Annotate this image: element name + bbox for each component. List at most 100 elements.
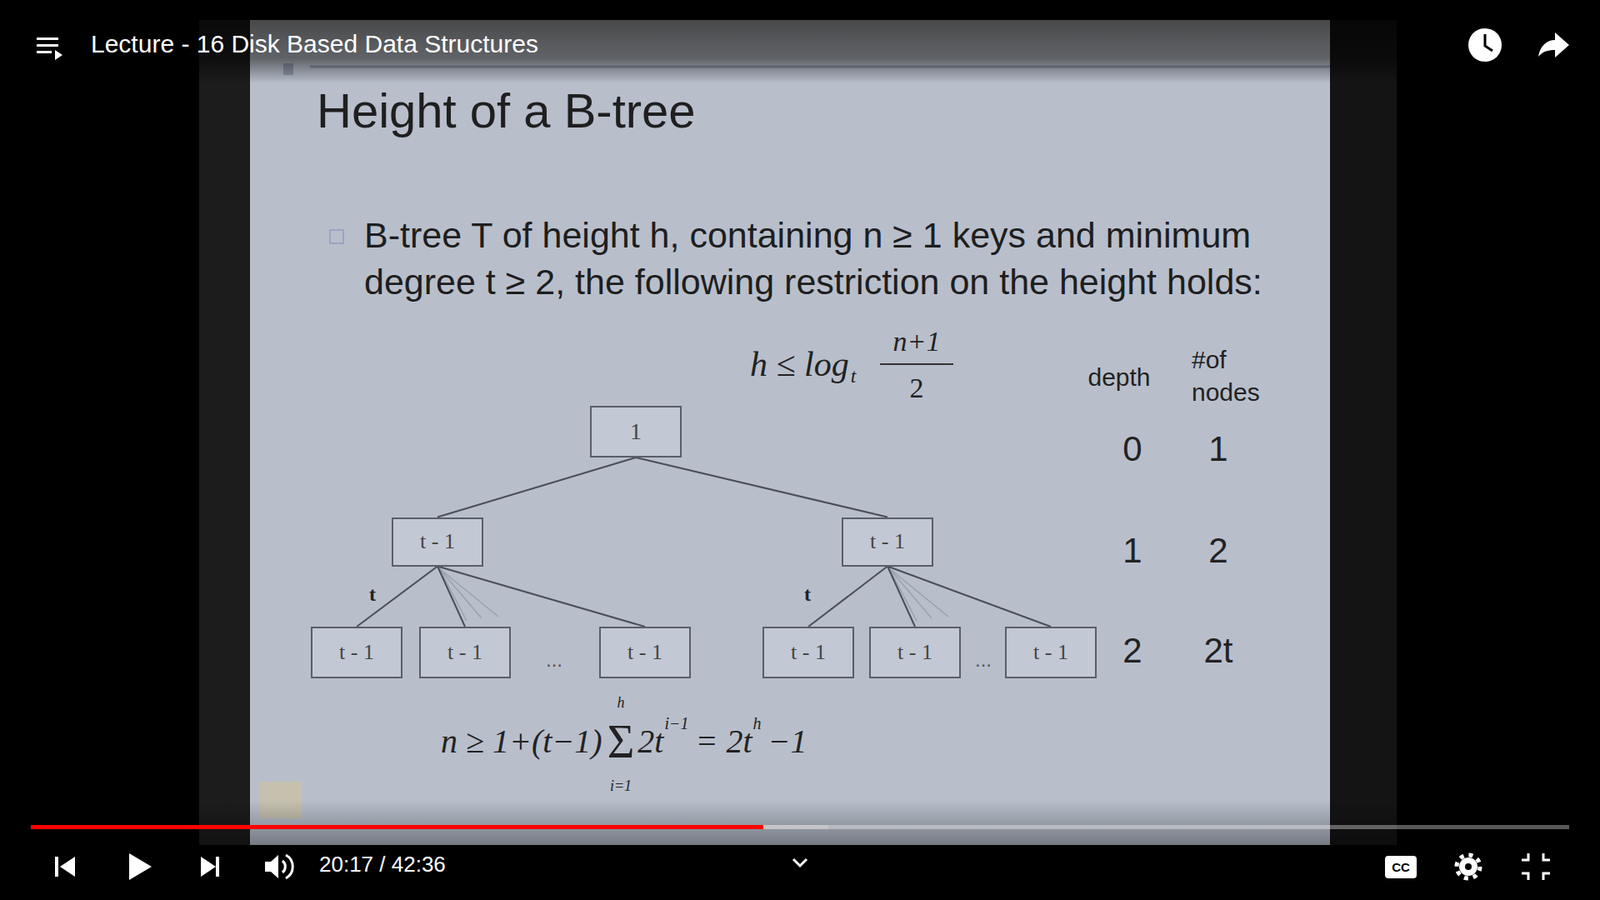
depth-value: 2 — [1122, 630, 1142, 671]
playlist-icon-line — [36, 50, 52, 54]
settings-teeth — [1456, 855, 1480, 879]
btree-node: t - 1 — [1005, 626, 1097, 679]
previous-icon — [55, 856, 59, 877]
settings-icon — [1459, 857, 1478, 876]
bottom-shade — [0, 800, 1600, 900]
btree-node: t - 1 — [419, 626, 511, 679]
fraction-numerator: n+1 — [893, 325, 941, 358]
formula-subscript: t — [850, 365, 857, 389]
node-count: 2 — [1208, 530, 1228, 571]
next-icon — [215, 856, 220, 877]
btree-node: t - 1 — [599, 626, 691, 679]
node-key-text: t - 1 — [627, 640, 663, 665]
time-display: 20:17 / 42:36 — [319, 852, 446, 878]
depth-value: 0 — [1122, 429, 1142, 470]
fan-line — [439, 568, 482, 619]
exit-fullscreen-icon — [1521, 853, 1550, 880]
ellipsis: ... — [975, 648, 992, 672]
tree-edge — [356, 566, 438, 628]
node-count: 2t — [1203, 630, 1233, 671]
btree-node: t - 1 — [310, 626, 403, 679]
btree-node: t - 1 — [762, 626, 855, 679]
top-shade — [0, 0, 1600, 84]
fan-line — [889, 568, 949, 617]
exit-fullscreen-corner — [1543, 853, 1550, 860]
formula-text: h ≤ log — [750, 344, 850, 385]
sum-upper-limit: h — [617, 694, 625, 712]
btree-node: 1 — [590, 405, 682, 458]
node-key-text: t - 1 — [870, 529, 905, 555]
btree-node: t - 1 — [869, 626, 961, 679]
fraction-bar — [880, 363, 954, 365]
fan-line — [439, 568, 467, 621]
formula-text: = 2t — [695, 722, 752, 761]
exit-fullscreen-corner — [1521, 853, 1529, 860]
degree-label: t — [804, 583, 811, 607]
bullet-marker — [330, 230, 344, 244]
player-controls — [55, 853, 279, 880]
watch-later-hands — [1485, 34, 1493, 51]
tree-edge — [437, 566, 645, 628]
playlist-icon-line — [36, 37, 59, 40]
playlist-icon-line — [36, 44, 59, 47]
video-margin — [1330, 20, 1397, 845]
video-title: Lecture - 16 Disk Based Data Structures — [90, 30, 539, 60]
tree-edge — [635, 457, 888, 518]
btree-node: t - 1 — [841, 517, 934, 567]
node-key-text: t - 1 — [1033, 640, 1069, 665]
node-key-text: 1 — [630, 418, 642, 445]
playlist-icon — [36, 37, 63, 60]
share-icon — [1538, 32, 1570, 58]
node-key-text: t - 1 — [420, 529, 455, 555]
captions-button — [1385, 855, 1417, 879]
node-key-text: t - 1 — [339, 640, 375, 665]
btree-node: t - 1 — [391, 517, 484, 567]
volume-wave — [285, 855, 293, 879]
degree-label: t — [369, 583, 376, 607]
tree-edge — [437, 457, 636, 518]
progress-buffered — [763, 825, 829, 830]
formula-text: −1 — [768, 722, 808, 761]
fan-lines — [439, 568, 949, 621]
exit-fullscreen-corner — [1543, 873, 1550, 880]
video-margin — [199, 20, 250, 845]
formula-superscript: i−1 — [664, 714, 689, 734]
next-icon — [200, 856, 216, 877]
bullet-text: B-tree T of height h, containing n ≥ 1 k… — [364, 212, 1290, 306]
node-key-text: t - 1 — [897, 640, 933, 665]
volume-wave — [282, 860, 285, 873]
fan-line — [889, 568, 932, 619]
exit-fullscreen-corner — [1521, 873, 1529, 880]
previous-icon — [60, 856, 75, 877]
tree-edge — [437, 566, 465, 628]
column-header: depth — [1087, 363, 1150, 393]
sum-lower-limit: i=1 — [610, 777, 632, 795]
node-count: 1 — [1208, 429, 1228, 470]
volume-icon — [265, 855, 279, 879]
ellipsis: ... — [545, 648, 563, 672]
watch-later-icon — [1468, 28, 1502, 62]
column-header: #of nodes — [1191, 343, 1284, 409]
captions-text: CC — [1391, 860, 1410, 875]
chevron-icon — [793, 859, 807, 866]
formula-superscript: h — [753, 714, 762, 734]
tree-edge — [808, 566, 888, 628]
playlist-icon-play — [55, 50, 63, 60]
play-icon — [129, 853, 152, 880]
progress-track — [30, 825, 1570, 830]
formula-text: n ≥ 1+(t−1) — [440, 722, 603, 761]
progress-played — [30, 825, 764, 830]
sum-symbol: Σ — [607, 715, 635, 769]
formula-text: 2t — [637, 722, 664, 761]
slide-title: Height of a B-tree — [316, 83, 696, 140]
node-key-text: t - 1 — [447, 640, 483, 665]
slide-background — [250, 20, 1330, 845]
settings-hole — [1465, 863, 1472, 870]
fraction-denominator: 2 — [910, 371, 925, 405]
tree-edge — [887, 566, 1051, 628]
depth-value: 1 — [1122, 530, 1142, 571]
node-key-text: t - 1 — [790, 640, 826, 665]
